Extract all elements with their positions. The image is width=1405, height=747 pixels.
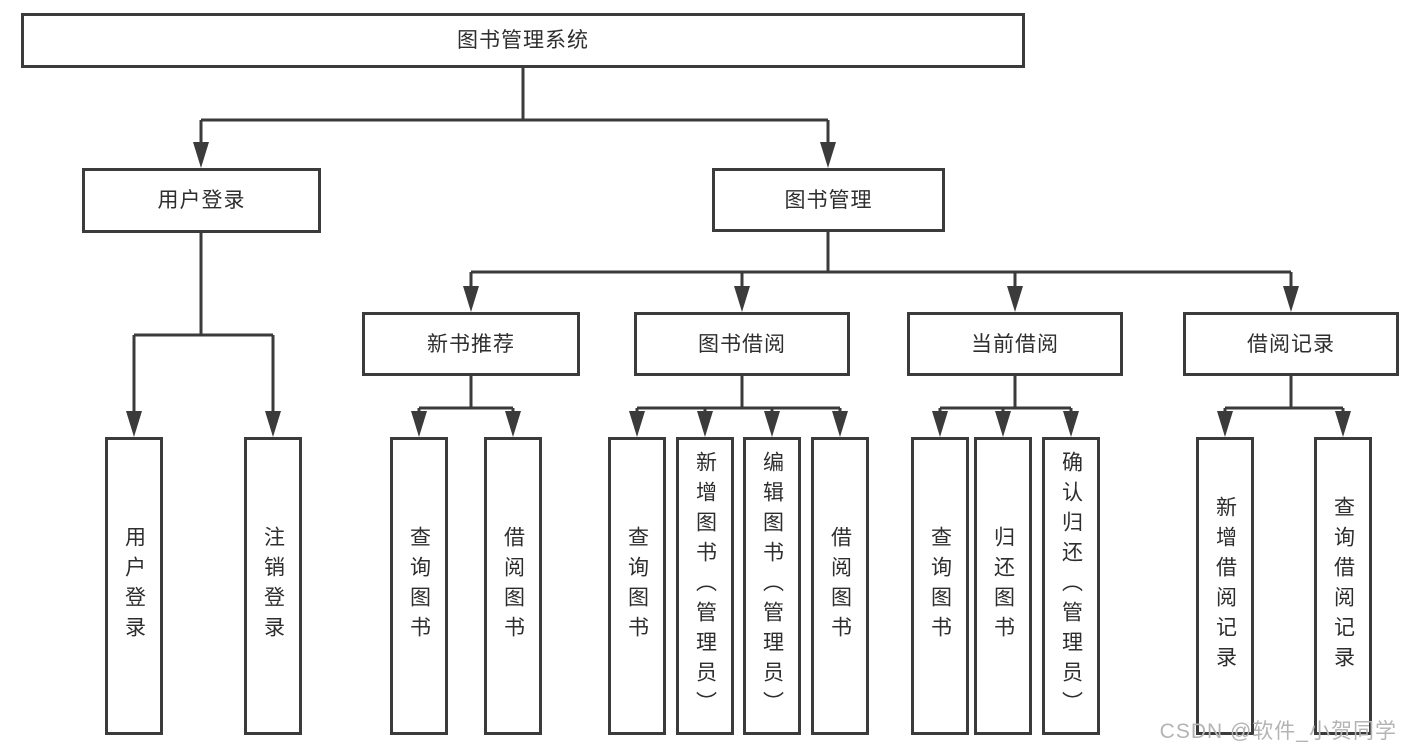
node-leaf-confirm-return-admin: 确认归还（管理员）: [1042, 437, 1100, 735]
node-leaf-user-login: 用户登录: [105, 437, 163, 735]
arrow-icon: [505, 411, 521, 437]
connector-new-book-group: [417, 376, 515, 414]
arrow-icon: [1283, 286, 1299, 312]
node-leaf-query-borrow-record: 查询借阅记录: [1314, 437, 1372, 735]
arrow-icon: [463, 286, 479, 312]
connector-book-borrow-group: [635, 376, 842, 414]
arrow-icon: [832, 411, 848, 437]
arrow-icon: [764, 411, 780, 437]
node-leaf-logout: 注销登录: [244, 437, 302, 735]
arrow-icon: [734, 286, 750, 312]
arrow-icon: [1007, 286, 1023, 312]
node-leaf-return-books: 归还图书: [974, 437, 1032, 735]
node-leaf-query-books: 查询图书: [608, 437, 666, 735]
node-leaf-borrow-books: 借阅图书: [811, 437, 869, 735]
connector-user-login-group: [132, 233, 275, 413]
arrow-icon: [1063, 411, 1079, 437]
arrow-icon: [820, 142, 836, 168]
csdn-watermark: CSDN @软件_小贺同学: [1159, 720, 1397, 743]
node-book-management: 图书管理: [712, 168, 945, 232]
node-user-login: 用户登录: [82, 168, 321, 233]
arrow-icon: [932, 411, 948, 437]
node-system-root: 图书管理系统: [21, 13, 1025, 68]
arrow-icon: [1335, 411, 1351, 437]
arrow-icon: [629, 411, 645, 437]
node-leaf-add-borrow-record: 新增借阅记录: [1196, 437, 1254, 735]
arrow-icon: [995, 411, 1011, 437]
arrowheads: [126, 142, 1351, 437]
arrow-icon: [1217, 411, 1233, 437]
connector-current-borrow-group: [938, 376, 1073, 414]
node-current-borrowing: 当前借阅: [907, 312, 1123, 376]
node-leaf-borrow-books: 借阅图书: [484, 437, 542, 735]
node-new-book-recommend: 新书推荐: [362, 312, 580, 376]
connector-book-mgmt-group: [469, 232, 1293, 288]
node-leaf-edit-books-admin: 编辑图书（管理员）: [743, 437, 801, 735]
arrow-icon: [126, 411, 142, 437]
connector-borrow-record-group: [1223, 376, 1345, 414]
arrow-icon: [411, 411, 427, 437]
node-borrowing-records: 借阅记录: [1183, 312, 1399, 376]
node-leaf-query-books: 查询图书: [390, 437, 448, 735]
node-leaf-query-books: 查询图书: [911, 437, 969, 735]
node-book-borrowing: 图书借阅: [634, 312, 850, 376]
arrow-icon: [193, 142, 209, 168]
arrow-icon: [697, 411, 713, 437]
node-leaf-add-books-admin: 新增图书（管理员）: [676, 437, 734, 735]
connector-root-to-level2: [199, 68, 830, 146]
arrow-icon: [265, 411, 281, 437]
